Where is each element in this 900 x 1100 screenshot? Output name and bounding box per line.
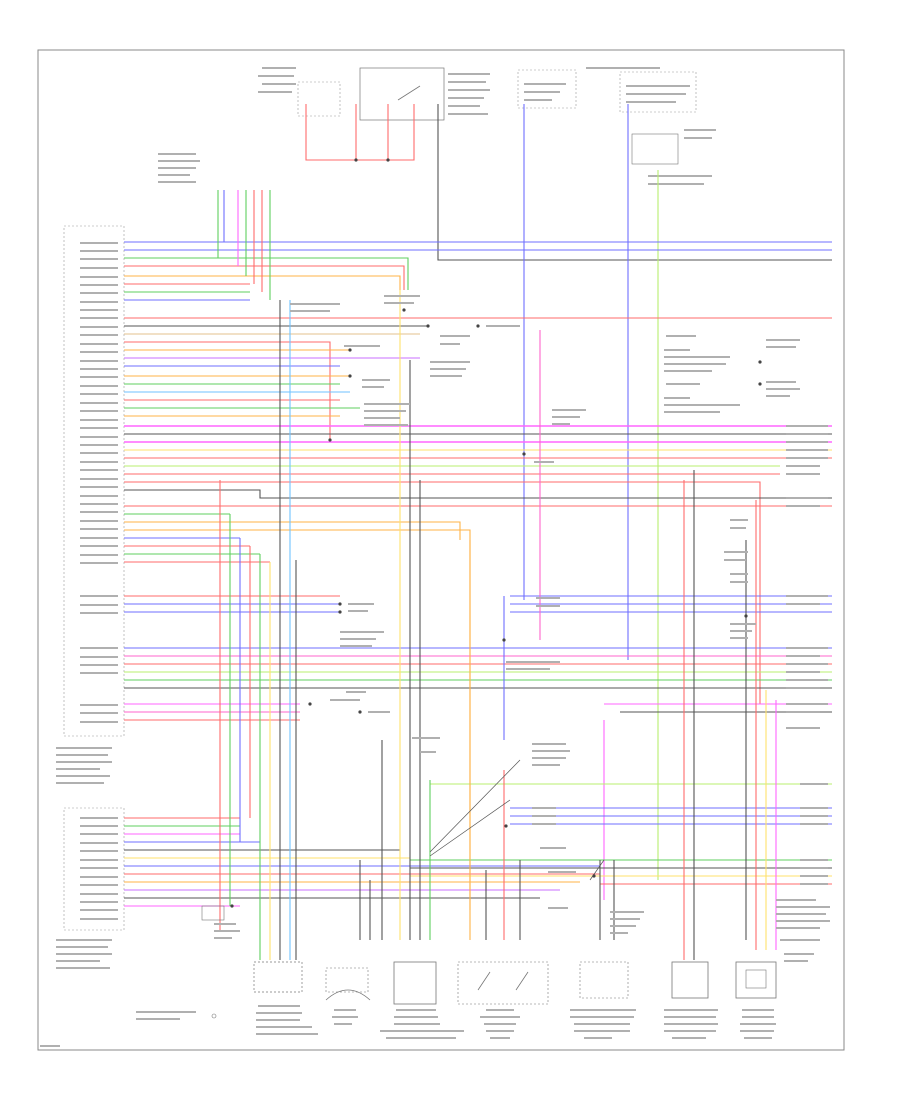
wires	[124, 104, 832, 960]
tcm-caption	[56, 939, 112, 969]
diagram-frame	[37, 49, 845, 1051]
top-fuse-box-2	[586, 67, 697, 113]
annotation-stubs	[290, 295, 830, 962]
relay-small-box	[631, 129, 716, 185]
bottom-components	[201, 905, 777, 1019]
top-relay-box	[359, 67, 490, 121]
bottom-captions	[136, 923, 776, 1039]
tcm-connector-block	[63, 807, 125, 931]
ecm-connector-block	[63, 225, 125, 737]
top-ignition-switch	[258, 67, 341, 117]
connector-label-top-left	[158, 153, 200, 183]
ecm-caption	[56, 747, 112, 784]
splice-dots	[230, 158, 762, 908]
ecm-pin-labels	[80, 242, 118, 920]
top-fuse-box-1	[517, 69, 577, 109]
